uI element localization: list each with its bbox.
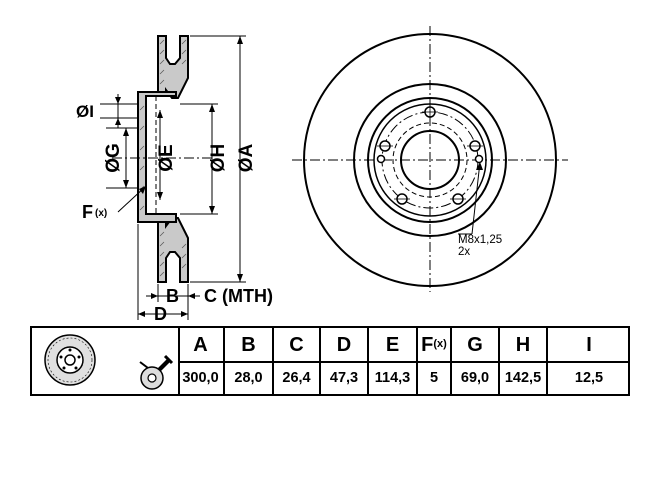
- table-header-label: C: [289, 334, 304, 356]
- table-column-f: F(x) 5: [418, 328, 452, 394]
- table-header-i: I: [548, 328, 630, 363]
- spec-table: A 300,0 B 28,0 C 26,4 D 47,3 E 114,3 F(x) 5 G 69,0 H 14…: [30, 326, 630, 396]
- wrench-disc-icon: [139, 354, 174, 390]
- thread-note: M8x1,25: [458, 234, 502, 246]
- technical-drawing: ØA ØH ØE ØG ØI F (x) B C (MTH) D: [76, 26, 568, 324]
- table-value-c: 26,4: [282, 370, 311, 386]
- dim-label-c: C (MTH): [204, 286, 273, 306]
- dim-label-i: ØI: [76, 102, 94, 121]
- table-header-label: H: [515, 334, 531, 356]
- dim-label-b: B: [166, 286, 179, 306]
- table-value-f: 5: [429, 370, 439, 386]
- dim-label-a: ØA: [236, 143, 257, 172]
- table-thumbnail-cell: [32, 328, 180, 394]
- table-column-d: D 47,3: [321, 328, 369, 394]
- table-header-label: I: [586, 334, 592, 356]
- table-column-i: I 12,5: [548, 328, 630, 394]
- table-header-label: B: [241, 334, 256, 356]
- table-header-label: E: [385, 334, 400, 356]
- dim-label-f: F: [82, 202, 93, 222]
- table-header-suffix: (x): [433, 338, 447, 350]
- table-column-h: H 142,5: [500, 328, 548, 394]
- table-column-e: E 114,3: [369, 328, 418, 394]
- table-column-c: C 26,4: [274, 328, 321, 394]
- table-column-g: G 69,0: [452, 328, 500, 394]
- table-header-a: A: [178, 328, 223, 363]
- disc-section-view: ØA ØH ØE ØG ØI F (x) B C (MTH) D: [76, 35, 273, 324]
- table-header-label: A: [193, 334, 208, 356]
- table-value-g: 69,0: [460, 370, 490, 386]
- brake-disc-thumbnail-icon: [44, 334, 96, 386]
- table-value-d: 47,3: [329, 370, 359, 386]
- table-value-b: 28,0: [234, 370, 263, 386]
- table-header-label: D: [336, 334, 352, 356]
- table-header-h: H: [500, 328, 546, 363]
- table-column-a: A 300,0: [178, 328, 225, 394]
- table-value-a: 300,0: [182, 370, 219, 386]
- table-header-c: C: [274, 328, 319, 363]
- table-column-b: B 28,0: [225, 328, 274, 394]
- table-value-h: 142,5: [504, 370, 542, 386]
- table-header-f: F(x): [418, 328, 450, 363]
- dim-label-h: ØH: [208, 144, 229, 173]
- dim-label-d: D: [154, 304, 167, 324]
- table-header-label: G: [467, 334, 483, 356]
- dim-label-g: ØG: [103, 143, 124, 173]
- table-header-e: E: [369, 328, 416, 363]
- table-header-label: F: [421, 334, 434, 356]
- table-header-d: D: [321, 328, 367, 363]
- dim-label-e: ØE: [156, 144, 177, 171]
- dim-label-f-suffix: (x): [95, 208, 107, 219]
- table-value-e: 114,3: [374, 370, 411, 386]
- table-header-b: B: [225, 328, 272, 363]
- table-value-i: 12,5: [574, 370, 604, 386]
- disc-front-view: M8x1,25 2x: [292, 26, 568, 292]
- thread-count: 2x: [458, 246, 470, 258]
- table-header-g: G: [452, 328, 498, 363]
